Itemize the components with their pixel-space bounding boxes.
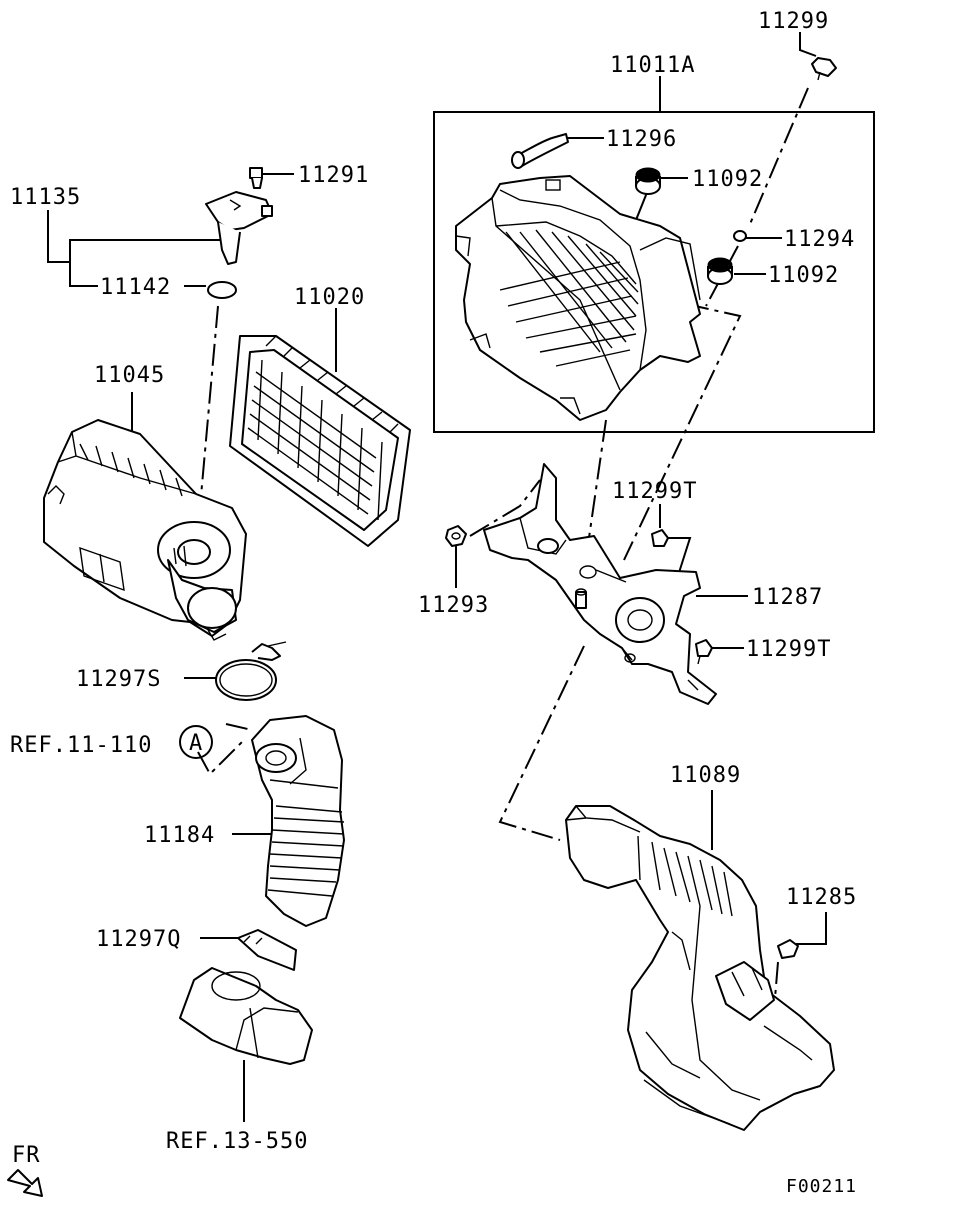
label-11184: 11184	[144, 823, 215, 848]
bolt-11299	[811, 57, 837, 81]
label-11297S: 11297S	[76, 667, 161, 692]
leader-lines	[47, 32, 827, 1122]
throttle-part-ref-13-550	[179, 967, 313, 1065]
label-11291: 11291	[298, 163, 369, 188]
hose-11296	[511, 133, 569, 169]
bolt-11299T-a	[651, 529, 669, 547]
ref-circle-a	[179, 725, 213, 759]
label-11045: 11045	[94, 363, 165, 388]
washer-11294	[733, 230, 747, 242]
lower-case-11045	[43, 419, 247, 641]
part-labels: 11299 11011A 11296 11092 11294 11092 112…	[10, 9, 857, 1197]
o-ring-11142	[207, 281, 237, 299]
label-ref-13-550: REF.13-550	[166, 1129, 308, 1154]
label-11092-a: 11092	[692, 167, 763, 192]
label-11287: 11287	[752, 585, 823, 610]
assembly-box-11011A	[433, 111, 875, 433]
label-11293: 11293	[418, 593, 489, 618]
label-ref-11-110: REF.11-110	[10, 733, 152, 758]
label-11142: 11142	[100, 275, 171, 300]
label-11299: 11299	[758, 9, 829, 34]
label-11135: 11135	[10, 185, 81, 210]
label-11092-b: 11092	[768, 263, 839, 288]
clip-11285	[777, 939, 799, 959]
label-11089: 11089	[670, 763, 741, 788]
label-11299T-a: 11299T	[612, 479, 697, 504]
bracket-11287	[483, 463, 717, 705]
label-fr: FR	[12, 1143, 41, 1168]
air-duct-11089	[565, 805, 835, 1131]
bolt-11299T-b	[695, 639, 713, 665]
figure-code: F00211	[786, 1176, 857, 1197]
clamp-11297Q	[237, 929, 297, 971]
label-circle-a: A	[189, 731, 203, 756]
grommet-11092-a	[635, 167, 661, 195]
intake-hose-11184	[251, 715, 345, 927]
label-11297Q: 11297Q	[96, 927, 181, 952]
bolt-11291	[249, 167, 263, 189]
label-11011A: 11011A	[610, 53, 695, 78]
label-11294: 11294	[784, 227, 855, 252]
upper-case-11011A	[455, 175, 701, 421]
airflow-sensor-11135	[205, 191, 273, 265]
label-11296: 11296	[606, 127, 677, 152]
clamp-11297S	[215, 641, 287, 701]
front-direction-arrow-icon	[7, 1169, 43, 1197]
air-filter-11020	[229, 335, 411, 547]
nut-11293	[445, 525, 467, 547]
grommet-11092-b	[707, 257, 733, 285]
label-11285: 11285	[786, 885, 857, 910]
label-11299T-b: 11299T	[746, 637, 831, 662]
label-11020: 11020	[294, 285, 365, 310]
